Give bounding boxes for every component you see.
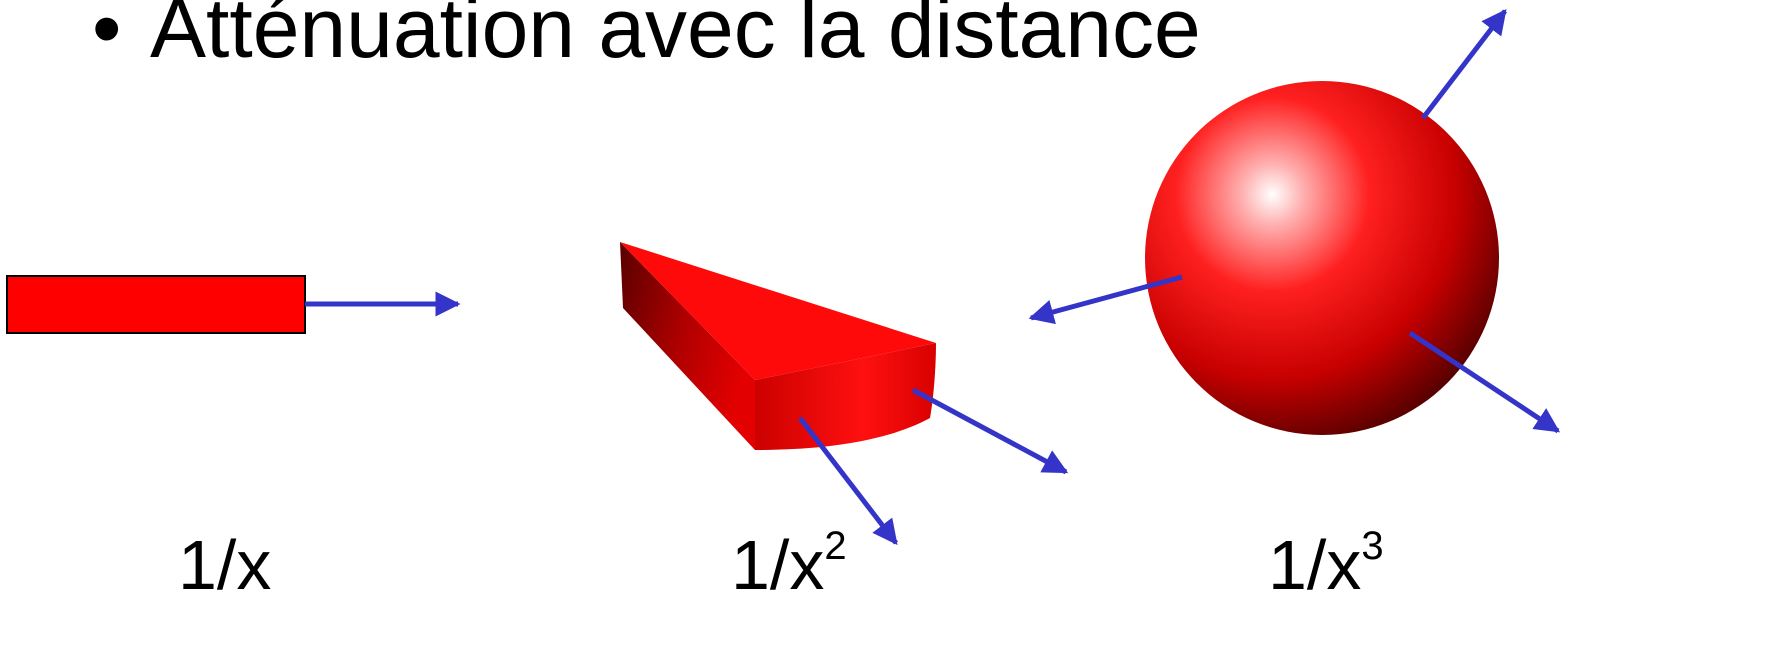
rod-shape (6, 275, 306, 334)
label-one-over-x: 1/x (178, 530, 271, 600)
rod-body (6, 275, 306, 334)
label-base: 1/x (731, 526, 825, 604)
label-one-over-x-cubed: 1/x3 (1268, 526, 1384, 600)
label-exponent: 3 (1361, 524, 1384, 568)
sphere-shape (1145, 81, 1499, 435)
bullet-symbol: • (92, 0, 122, 75)
bullet-text: Atténuation avec la distance (150, 0, 1201, 75)
wedge-side (620, 242, 755, 450)
wedge-shape (620, 242, 936, 450)
wedge-arrow-down (798, 416, 898, 545)
slide-bullet: • Atténuation avec la distance (92, 0, 1201, 79)
label-one-over-x-squared: 1/x2 (731, 526, 847, 600)
label-exponent: 2 (824, 524, 847, 568)
sphere-arrow-up (1421, 9, 1507, 120)
wedge-arrow-right (911, 387, 1069, 475)
wedge-front (755, 343, 936, 450)
wedge-top (620, 242, 936, 380)
label-base: 1/x (178, 526, 272, 604)
label-base: 1/x (1268, 526, 1362, 604)
sphere-arrow-right (1408, 330, 1561, 434)
sphere-arrow-left (1028, 274, 1183, 325)
